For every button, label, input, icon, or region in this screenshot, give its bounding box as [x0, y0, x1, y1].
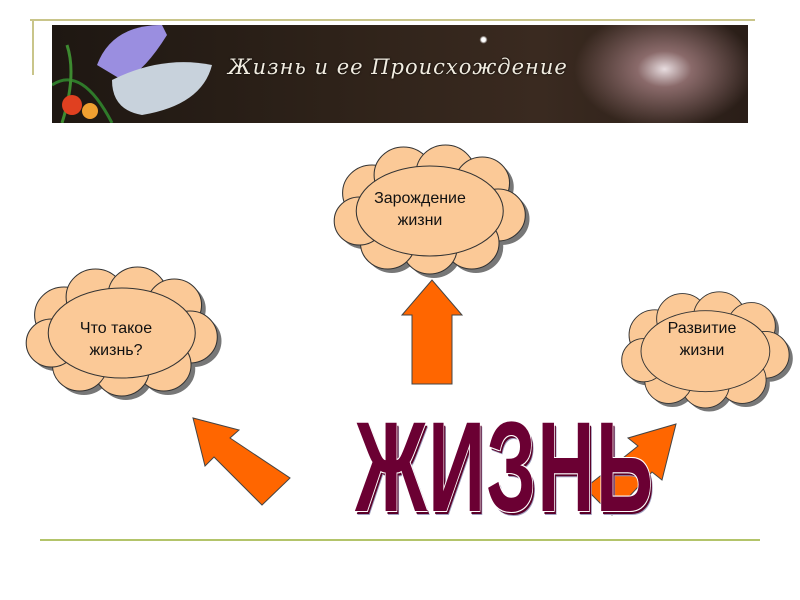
cloud-right-line2: жизни — [679, 342, 725, 359]
cloud-left-line1: Что такое — [79, 320, 153, 337]
arrow-up-left — [192, 417, 291, 506]
bottom-rule — [40, 539, 760, 541]
cloud-left-text: Что такое жизнь? — [30, 310, 202, 370]
left-rule — [32, 19, 34, 75]
cloud-top-line1: Зарождение — [374, 190, 466, 207]
cloud-top-text: Зарождение жизни — [335, 180, 505, 240]
cloud-top-line2: жизни — [397, 212, 443, 229]
cloud-right-text: Развитие жизни — [622, 310, 782, 370]
center-word: ЖИЗНЬ — [355, 396, 655, 539]
cloud-left-line2: жизнь? — [89, 342, 143, 359]
arrow-up-right — [584, 423, 677, 516]
butterfly-icon — [52, 25, 212, 123]
cloud-right-line1: Развитие — [667, 320, 737, 337]
top-rule — [30, 19, 755, 21]
banner-image: Жизнь и ее Происхождение — [52, 25, 748, 123]
banner-title: Жизнь и ее Происхождение — [228, 55, 568, 79]
arrow-up — [400, 279, 464, 385]
